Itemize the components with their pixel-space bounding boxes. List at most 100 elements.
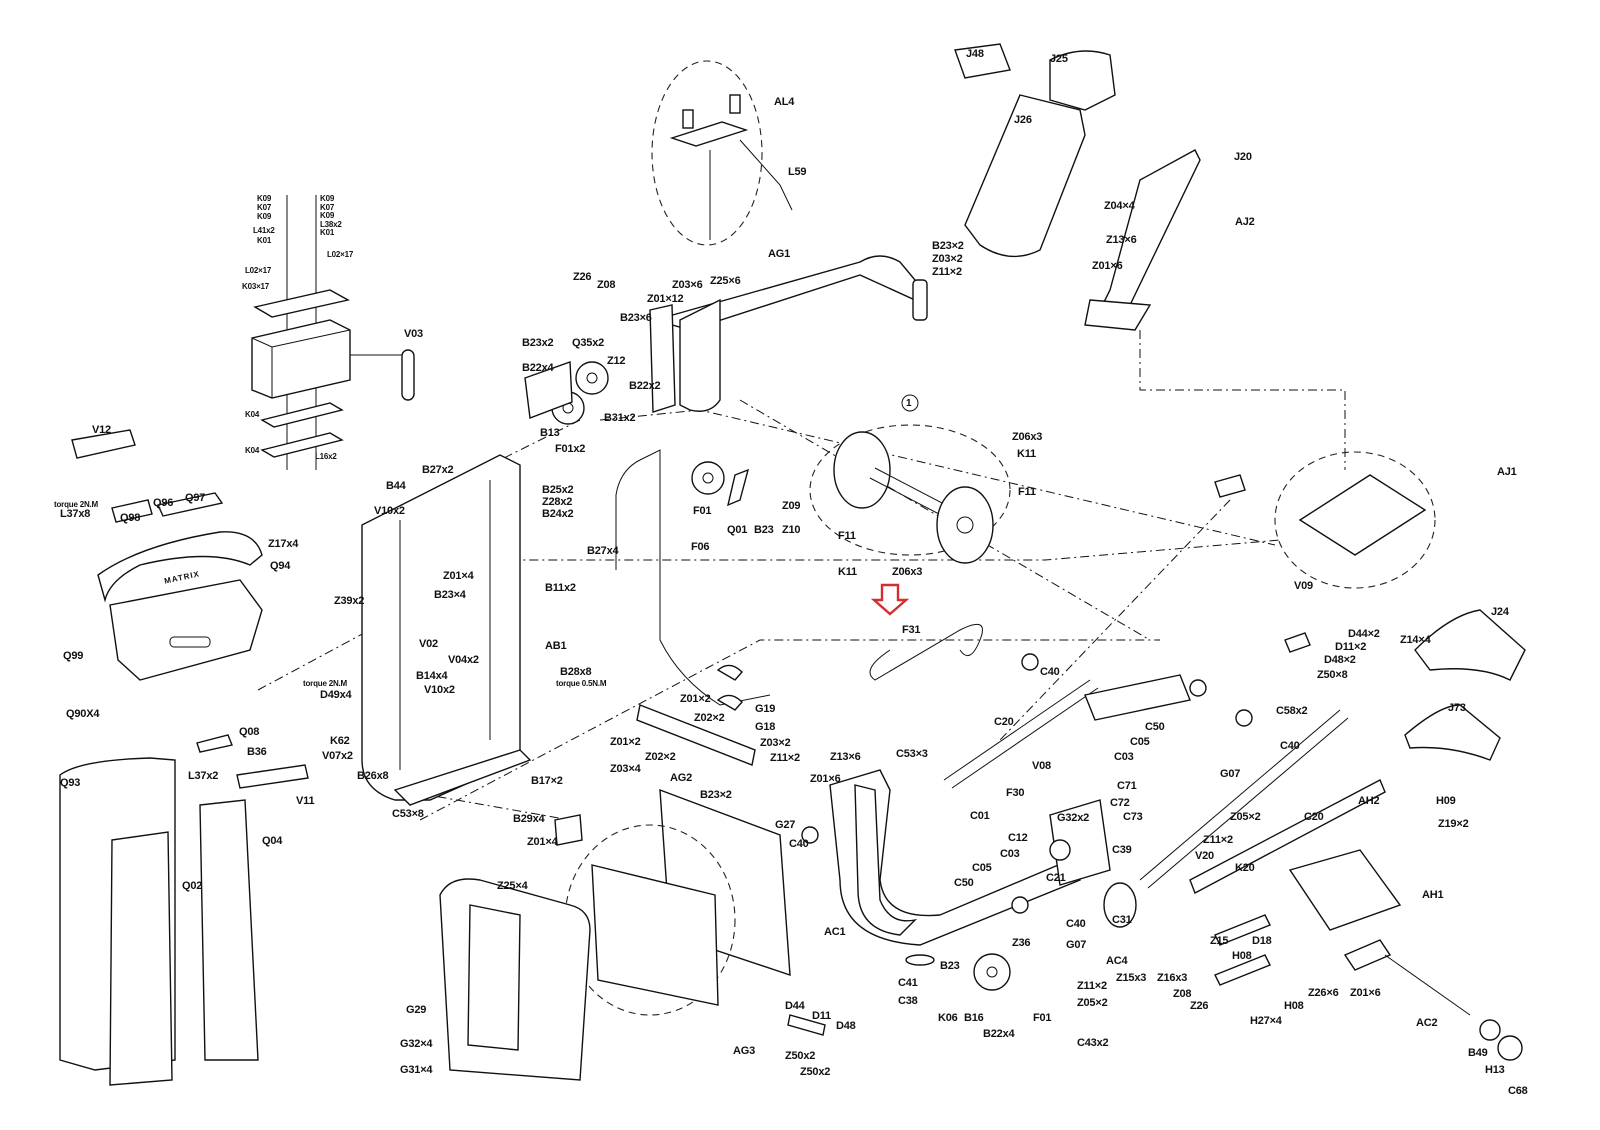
- part-label-z09: Z09: [782, 500, 801, 512]
- part-label-l37: L37x8: [60, 508, 91, 520]
- part-label-ag1: AG1: [768, 248, 791, 260]
- part-label-b23x4: B23×4: [434, 589, 466, 601]
- part-label-ac2: AC2: [1416, 1017, 1438, 1029]
- part-label-z26x6: Z26×6: [1308, 987, 1339, 999]
- top-shroud: [71, 429, 263, 681]
- part-label-d44: D44: [785, 1000, 805, 1012]
- part-label-v10: V10x2: [374, 505, 405, 517]
- part-label-q08: Q08: [239, 726, 260, 738]
- part-label-z02x2: Z02×2: [694, 712, 725, 724]
- torque-note: torque 2N.M: [303, 679, 348, 688]
- frame-ab1: [361, 454, 532, 806]
- part-label-k07: K07: [257, 203, 272, 212]
- part-label-q35: Q35x2: [572, 337, 605, 349]
- part-label-c03: C03: [1114, 751, 1134, 763]
- part-label-b29: B29x4: [513, 813, 545, 825]
- part-label-h13: H13: [1485, 1064, 1505, 1076]
- part-label-k04: K04: [245, 446, 260, 455]
- part-label-z19: Z19×2: [1438, 818, 1469, 830]
- part-label-b26: B26x8: [357, 770, 389, 782]
- part-label-c31: C31: [1112, 914, 1132, 926]
- part-label-z28: Z28x2: [542, 496, 573, 508]
- part-label-f30: F30: [1006, 787, 1025, 799]
- part-label-z08: Z08: [1173, 988, 1192, 1000]
- part-label-z05x2: Z05×2: [1230, 811, 1261, 823]
- part-label-b23: B23: [940, 960, 960, 972]
- part-label-c40: C40: [1040, 666, 1060, 678]
- part-label-z11x2: Z11×2: [932, 266, 962, 278]
- part-label-l02: L02×17: [245, 266, 272, 275]
- part-label-k03: K03×17: [242, 282, 270, 291]
- part-label-c40: C40: [789, 838, 809, 850]
- part-label-j25: J25: [1050, 53, 1068, 65]
- part-label-g07: G07: [1066, 939, 1087, 951]
- part-label-c38: C38: [898, 995, 918, 1007]
- part-label-z03x2: Z03×2: [760, 737, 791, 749]
- part-label-b27x2: B27x2: [422, 464, 454, 476]
- part-label-z26: Z26: [1190, 1000, 1209, 1012]
- part-label-v07: V07x2: [322, 750, 353, 762]
- part-label-c03: C03: [1000, 848, 1020, 860]
- part-label-z13x6: Z13×6: [830, 751, 861, 763]
- part-label-z01x6: Z01×6: [1350, 987, 1381, 999]
- part-label-z15: Z15: [1210, 935, 1229, 947]
- part-label-k09: K09: [257, 194, 272, 203]
- part-label-ab1: AB1: [545, 640, 567, 652]
- cable-parts: [615, 449, 771, 706]
- part-label-c50: C50: [1145, 721, 1165, 733]
- part-label-c43: C43x2: [1077, 1037, 1109, 1049]
- part-label-z03x2: Z03×2: [932, 253, 963, 265]
- part-label-b17: B17×2: [531, 775, 563, 787]
- torque-note: torque 2N.M: [54, 500, 99, 509]
- part-label-b23x2: B23×2: [700, 789, 732, 801]
- part-label-f31: F31: [902, 624, 921, 636]
- part-label-k11: K11: [838, 566, 857, 578]
- part-label-b14: B14x4: [416, 670, 448, 682]
- part-label-c41: C41: [898, 977, 918, 989]
- part-label-l02: L02×17: [327, 250, 354, 259]
- part-label-b27x4: B27x4: [587, 545, 619, 557]
- part-label-k04: K04: [245, 410, 260, 419]
- part-label-z01x6: Z01×6: [1092, 260, 1123, 272]
- part-label-d48: D48×2: [1324, 654, 1356, 666]
- part-label-c58: C58x2: [1276, 705, 1308, 717]
- part-label-c53x8: C53×8: [392, 808, 424, 820]
- part-label-c73: C73: [1123, 811, 1143, 823]
- part-label-ac4: AC4: [1106, 955, 1128, 967]
- part-label-z50x2: Z50x2: [800, 1066, 831, 1078]
- part-label-l41: L41x2: [253, 226, 275, 235]
- part-label-b16: B16: [964, 1012, 984, 1024]
- part-label-b23x6: B23×6: [620, 312, 652, 324]
- part-label-k11: K11: [1017, 448, 1036, 460]
- part-label-v08: V08: [1032, 760, 1051, 772]
- part-label-z16: Z16x3: [1157, 972, 1188, 984]
- part-label-ag2: AG2: [670, 772, 693, 784]
- part-label-ag3: AG3: [733, 1045, 756, 1057]
- part-label-b13: B13: [540, 427, 560, 439]
- part-label-ah1: AH1: [1422, 889, 1444, 901]
- part-label-b22x2: B22x2: [629, 380, 661, 392]
- part-label-z13x6: Z13×6: [1106, 234, 1137, 246]
- part-label-k09: K09: [320, 194, 335, 203]
- part-label-v10: V10x2: [424, 684, 455, 696]
- callout-1-assembly: [809, 394, 1011, 564]
- part-label-j73: J73: [1448, 702, 1466, 714]
- part-label-q90: Q90X4: [66, 708, 100, 720]
- part-label-l38: L38x2: [320, 220, 342, 229]
- al4-group: [651, 60, 793, 246]
- part-label-z06x3: Z06x3: [892, 566, 923, 578]
- part-label-d48: D48: [836, 1020, 856, 1032]
- part-label-q04: Q04: [262, 835, 283, 847]
- part-label-h27: H27×4: [1250, 1015, 1282, 1027]
- part-label-z03x4: Z03×4: [610, 763, 641, 775]
- part-label-q94: Q94: [270, 560, 291, 572]
- part-label-z39: Z39x2: [334, 595, 365, 607]
- part-label-c53x3: C53×3: [896, 748, 928, 760]
- part-label-z01x4: Z01×4: [443, 570, 474, 582]
- part-label-k62: K62: [330, 735, 350, 747]
- part-label-c68: C68: [1508, 1085, 1528, 1097]
- part-label-b28: B28x8: [560, 666, 592, 678]
- part-label-d44: D44×2: [1348, 628, 1380, 640]
